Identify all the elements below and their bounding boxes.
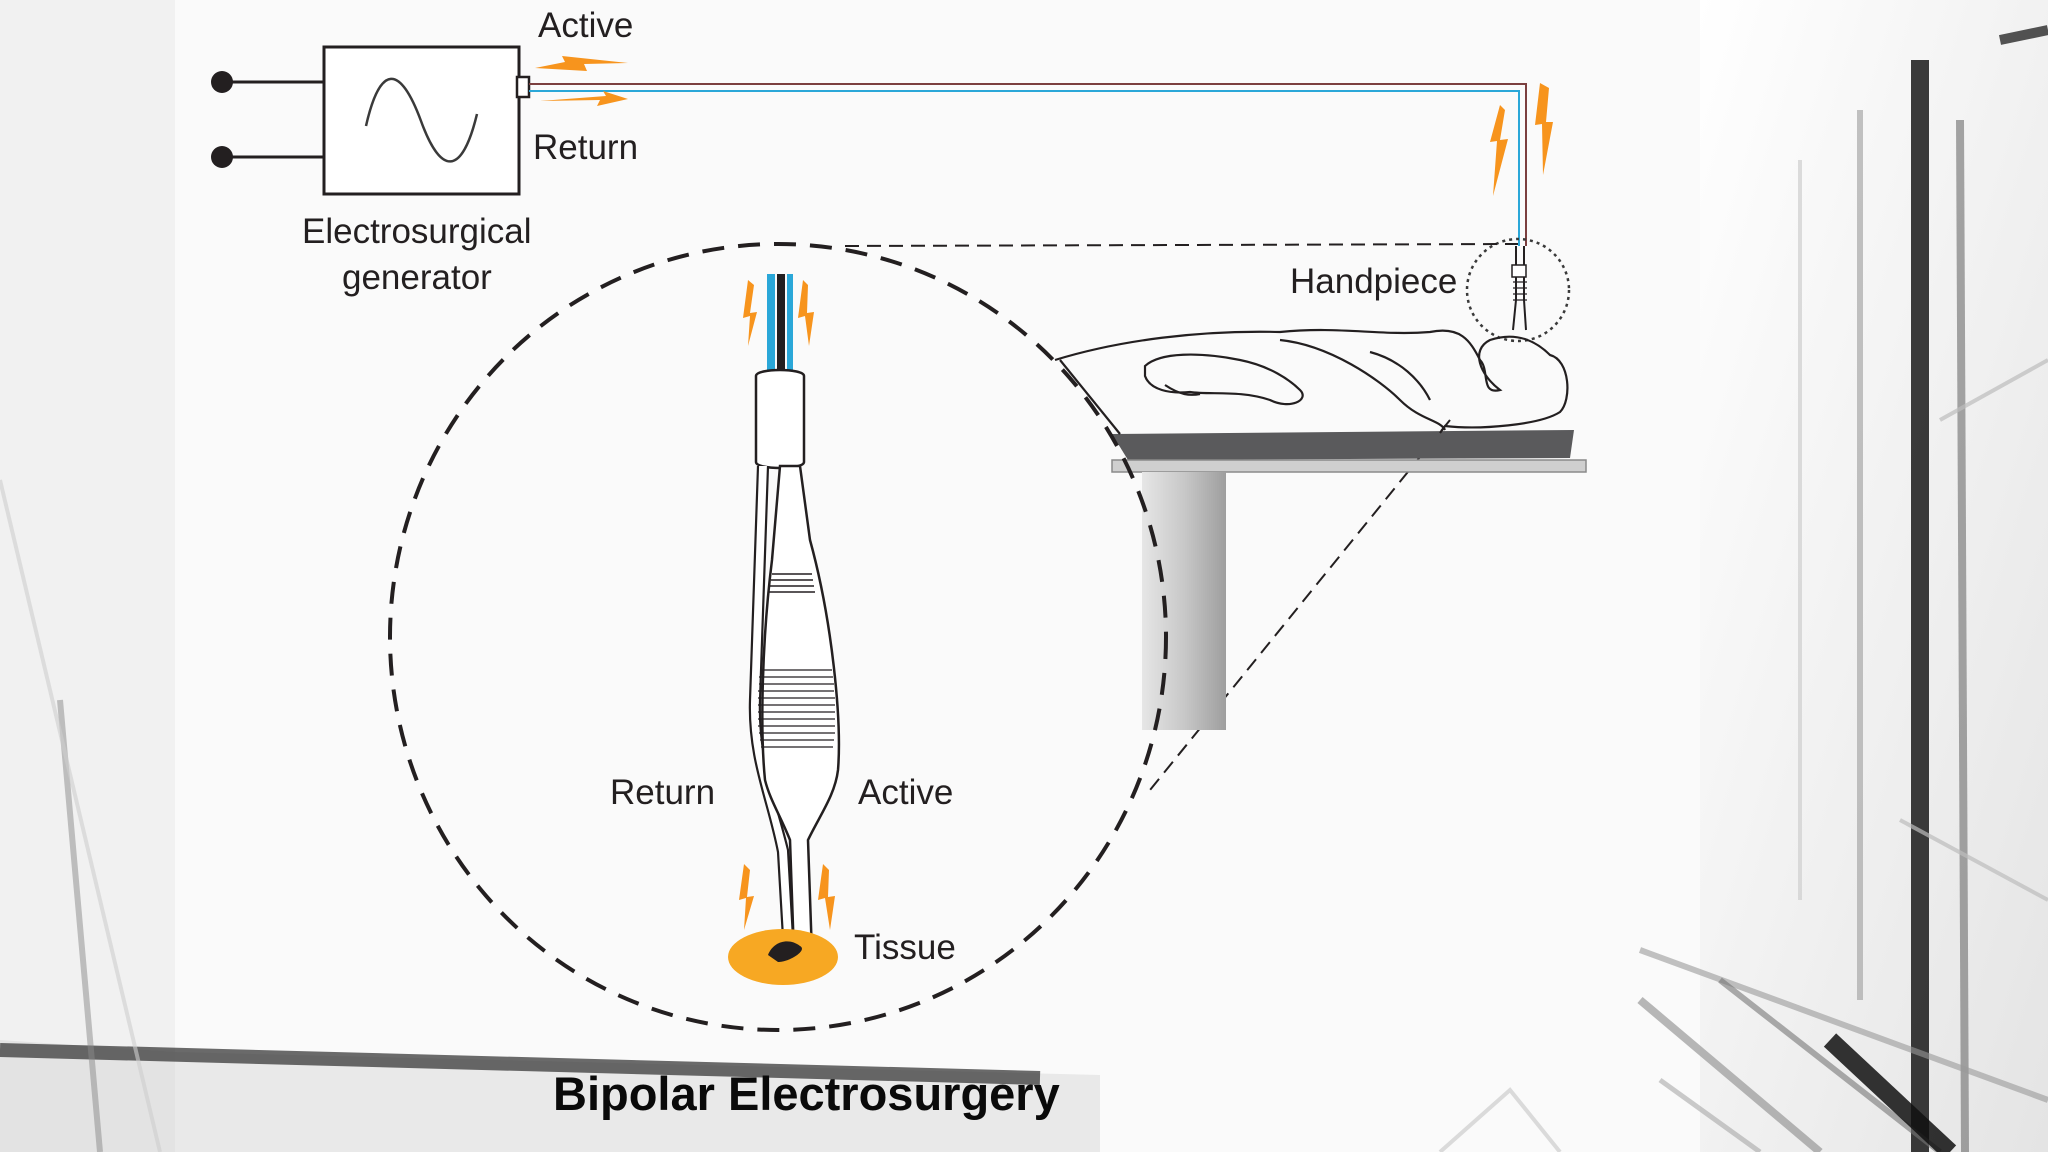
handpiece-zoom-circle <box>1465 237 1571 343</box>
inset-return-label: Return <box>610 773 716 812</box>
forceps-icon <box>748 274 841 957</box>
electrosurgical-generator <box>211 45 531 196</box>
generator-label-line2: generator <box>342 258 492 297</box>
lightning-bolt-icon <box>739 280 835 930</box>
tissue-label: Tissue <box>854 928 956 967</box>
power-terminal <box>211 71 233 93</box>
power-terminal <box>211 146 233 168</box>
lightning-bolt-icon <box>535 56 628 106</box>
generator-label-line1: Electrosurgical <box>302 212 532 251</box>
output-port <box>515 75 531 99</box>
return-cable-label: Return <box>533 128 639 167</box>
tissue <box>728 929 838 985</box>
operating-table <box>1111 430 1587 730</box>
lightning-bolt-icon <box>1490 83 1553 196</box>
inset-zoom-circle <box>388 242 1168 1032</box>
handpiece-label: Handpiece <box>1290 262 1458 301</box>
patient-outline <box>1054 328 1569 435</box>
sine-wave-icon <box>364 77 479 163</box>
active-cable-label: Active <box>538 6 634 45</box>
bipolar-cable <box>529 83 1527 246</box>
slide-title: Bipolar Electrosurgery <box>553 1067 1060 1120</box>
handpiece <box>1465 237 1571 343</box>
inset-active-label: Active <box>858 773 954 812</box>
